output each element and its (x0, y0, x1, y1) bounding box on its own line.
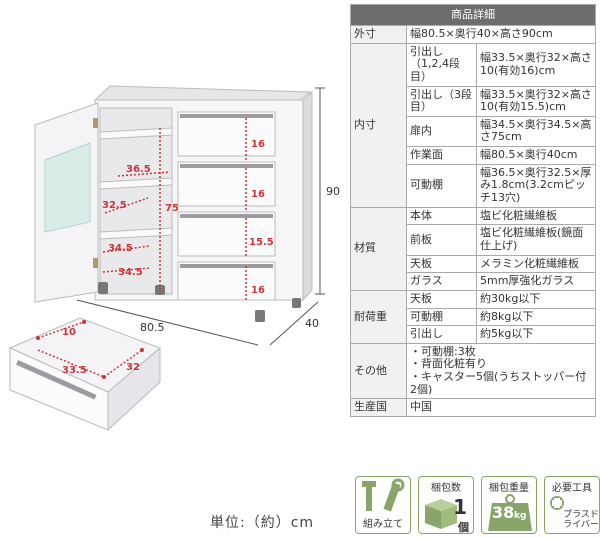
material-value: メラミン化粧繊維板 (476, 254, 596, 274)
material-sub-label: 前板 (406, 224, 477, 256)
inner-size-label: 内寸 (350, 42, 407, 208)
package-weight-value: 38 (492, 503, 515, 522)
inner-sub-label: 作業面 (406, 146, 477, 165)
drawer-inner-depth-label: 10 (62, 327, 76, 338)
unit-note: 単位:（約）cm (210, 515, 315, 531)
shelf-depth-label-3: 34.5 (118, 267, 143, 278)
origin-value: 中国 (406, 398, 596, 418)
outer-size-label: 外寸 (350, 25, 407, 44)
cabinet-drawing (8, 85, 325, 432)
shelf-depth-label-2: 34.5 (108, 243, 133, 254)
load-sub-label: 引出し (406, 325, 477, 344)
inner-sub-label: 可動棚 (406, 163, 477, 208)
shelf-width-label: 32.5 (102, 200, 127, 211)
tools-icon (362, 478, 405, 512)
spec-table: 商品詳細 外寸 幅80.5×奥行40×高さ90cm 内寸 引出し（1,2,4段目… (350, 4, 596, 418)
drawer-inner-width-label: 33.5 (62, 365, 87, 376)
drawer-height-label-2: 16 (251, 189, 265, 200)
spec-header: 商品詳細 (350, 4, 596, 26)
package-count-unit: 個 (458, 521, 469, 534)
material-sub-label: 天板 (406, 254, 477, 274)
inner-value: 幅80.5×奥行40cm (476, 146, 596, 165)
material-value: 塩ビ化粧繊維板 (476, 206, 596, 226)
drawer-inner-length-label: 32 (126, 362, 140, 373)
assembly-badge: 組み立て (355, 476, 411, 534)
drawer-height-label-3: 15.5 (249, 237, 274, 248)
material-value: 5mm厚強化ガラス (476, 272, 596, 291)
feature-icons: 組み立て 梱包数 1 個 梱包重量 38 kg 必要工具 プラスドライバー (355, 476, 600, 536)
drawer-height-label-1: 16 (251, 139, 265, 150)
load-value: 約30kg以下 (476, 289, 596, 309)
other-value: ・可動棚:3枚 ・背面化粧有り ・キャスター5個(うちストッパー付2個) (406, 342, 596, 400)
inner-value: 幅33.5×奥行32×高さ10(有効15.5)cm (476, 85, 596, 117)
other-line: ・キャスター5個(うちストッパー付2個) (410, 370, 587, 396)
load-value: 約8kg以下 (476, 307, 596, 327)
inner-height-label: 75 (165, 203, 179, 214)
inner-sub-label: 引出し（1,2,4段目） (406, 42, 477, 87)
inner-value: 幅33.5×奥行32×高さ10(有効16)cm (476, 42, 596, 87)
shelf-depth-label-1: 36.5 (126, 164, 151, 175)
box-icon (425, 499, 457, 529)
inner-value: 幅36.5×奥行32.5×厚み1.8cm(3.2cmピッチ13穴) (476, 163, 596, 208)
depth-dim-label: 40 (305, 317, 319, 330)
weight-icon (488, 494, 532, 531)
height-dim-label: 90 (326, 185, 340, 198)
width-dim-label: 80.5 (140, 321, 165, 334)
inner-sub-label: 扉内 (406, 115, 477, 148)
assembly-caption: 組み立て (363, 519, 403, 530)
product-illustration: 90 80.5 40 36.5 32.5 75 34.5 34.5 16 16 … (8, 85, 340, 432)
inner-value: 幅34.5×奥行34.5×高さ75cm (476, 115, 596, 148)
load-value: 約5kg以下 (476, 325, 596, 344)
required-tools-title: 必要工具 (552, 483, 592, 494)
material-label: 材質 (350, 206, 407, 291)
load-sub-label: 可動棚 (406, 307, 477, 327)
package-count-title: 梱包数 (431, 483, 461, 494)
other-line: ・背面化粧有り (410, 357, 487, 371)
package-weight-badge: 梱包重量 38 kg (481, 476, 537, 534)
drawer-height-label-4: 16 (251, 285, 265, 296)
material-value: 塩ビ化粧繊維板(鏡面仕上げ) (476, 224, 596, 256)
other-label: その他 (350, 342, 407, 400)
load-label: 耐荷重 (350, 289, 407, 344)
package-weight-unit: kg (514, 511, 527, 521)
package-weight-title: 梱包重量 (489, 483, 529, 494)
origin-label: 生産国 (350, 398, 407, 418)
screwdriver-icon (550, 496, 564, 510)
other-line: ・可動棚:3枚 (410, 344, 476, 358)
inner-sub-label: 引出し（3段目） (406, 85, 477, 117)
required-tools-caption: プラスドライバー (563, 510, 599, 531)
package-count-value: 1 (453, 495, 467, 519)
material-sub-label: 本体 (406, 206, 477, 226)
load-sub-label: 天板 (406, 289, 477, 309)
material-sub-label: ガラス (406, 272, 477, 291)
outer-size-value: 幅80.5×奥行40×高さ90cm (406, 25, 596, 44)
required-tools-badge: 必要工具 プラスドライバー (544, 476, 600, 534)
package-count-badge: 梱包数 1 個 (418, 476, 474, 534)
